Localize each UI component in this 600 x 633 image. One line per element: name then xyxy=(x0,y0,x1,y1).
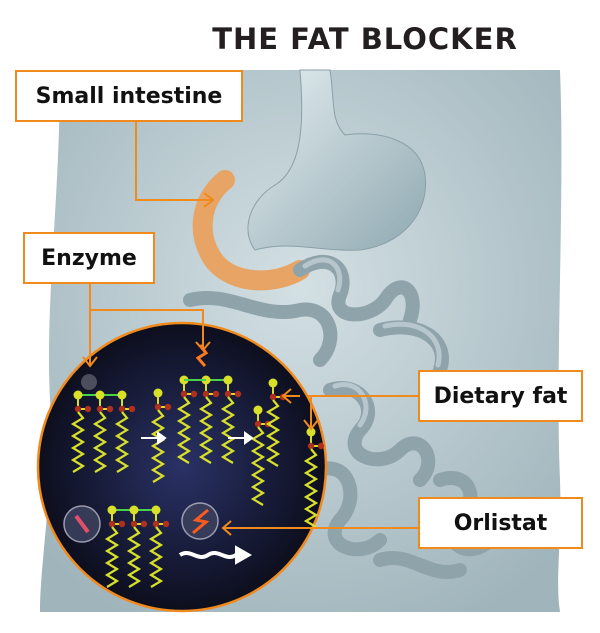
fatty-acid-chain xyxy=(265,399,281,467)
label-orlistat: Orlistat xyxy=(418,497,583,549)
ester-atom xyxy=(307,442,315,450)
fat-molecules xyxy=(70,375,325,588)
glycerol-atom xyxy=(153,388,163,398)
fatty-acid-chain xyxy=(150,409,166,483)
reaction-arrows xyxy=(141,431,254,565)
fatty-acid-chain xyxy=(70,411,86,473)
fatty-acid-chain xyxy=(92,411,108,473)
enzyme-bolt-icon xyxy=(192,508,210,535)
label-small-intestine: Small intestine xyxy=(15,70,243,122)
ester-atom xyxy=(154,403,162,411)
glycerol-atom xyxy=(117,390,127,400)
ester-atom xyxy=(118,405,126,413)
ester-atom xyxy=(108,520,116,528)
fatty-acid-chain xyxy=(114,411,130,473)
ester-atom xyxy=(74,405,82,413)
glycerol-atom xyxy=(223,375,233,385)
ester-atom xyxy=(224,390,232,398)
glycerol-atom xyxy=(95,390,105,400)
glycerol-atom xyxy=(73,390,83,400)
glycerol-atom xyxy=(151,505,161,515)
fatty-acid-chain xyxy=(176,396,192,464)
page-title: THE FAT BLOCKER xyxy=(212,22,518,56)
ester-atom xyxy=(269,393,277,401)
label-dietary-fat: Dietary fat xyxy=(418,370,583,422)
ester-atom xyxy=(180,390,188,398)
fatty-acid-chain xyxy=(148,526,164,588)
stomach xyxy=(247,69,427,251)
glycerol-atom xyxy=(129,505,139,515)
glycerol-atom xyxy=(268,378,278,388)
ester-atom xyxy=(152,520,160,528)
glycerol-atom xyxy=(107,505,117,515)
glycerol-atom xyxy=(253,405,263,415)
ester-atom xyxy=(96,405,104,413)
fatty-acid-chain xyxy=(126,526,142,588)
small-intestine-connector xyxy=(135,122,212,201)
ester-atom xyxy=(202,390,210,398)
ester-atom xyxy=(254,420,262,428)
enzyme-bolt-icon xyxy=(195,344,209,367)
fatty-acid-chain xyxy=(220,396,236,464)
fatty-acid-chain xyxy=(198,396,214,464)
orlistat-molecule-icon xyxy=(74,514,90,534)
label-enzyme: Enzyme xyxy=(23,232,155,284)
fatty-acid-chain xyxy=(303,448,319,528)
ester-atom xyxy=(130,520,138,528)
fatty-acid-chain xyxy=(104,526,120,588)
glycerol-atom xyxy=(306,427,316,437)
fatty-acid-chain xyxy=(250,426,266,506)
